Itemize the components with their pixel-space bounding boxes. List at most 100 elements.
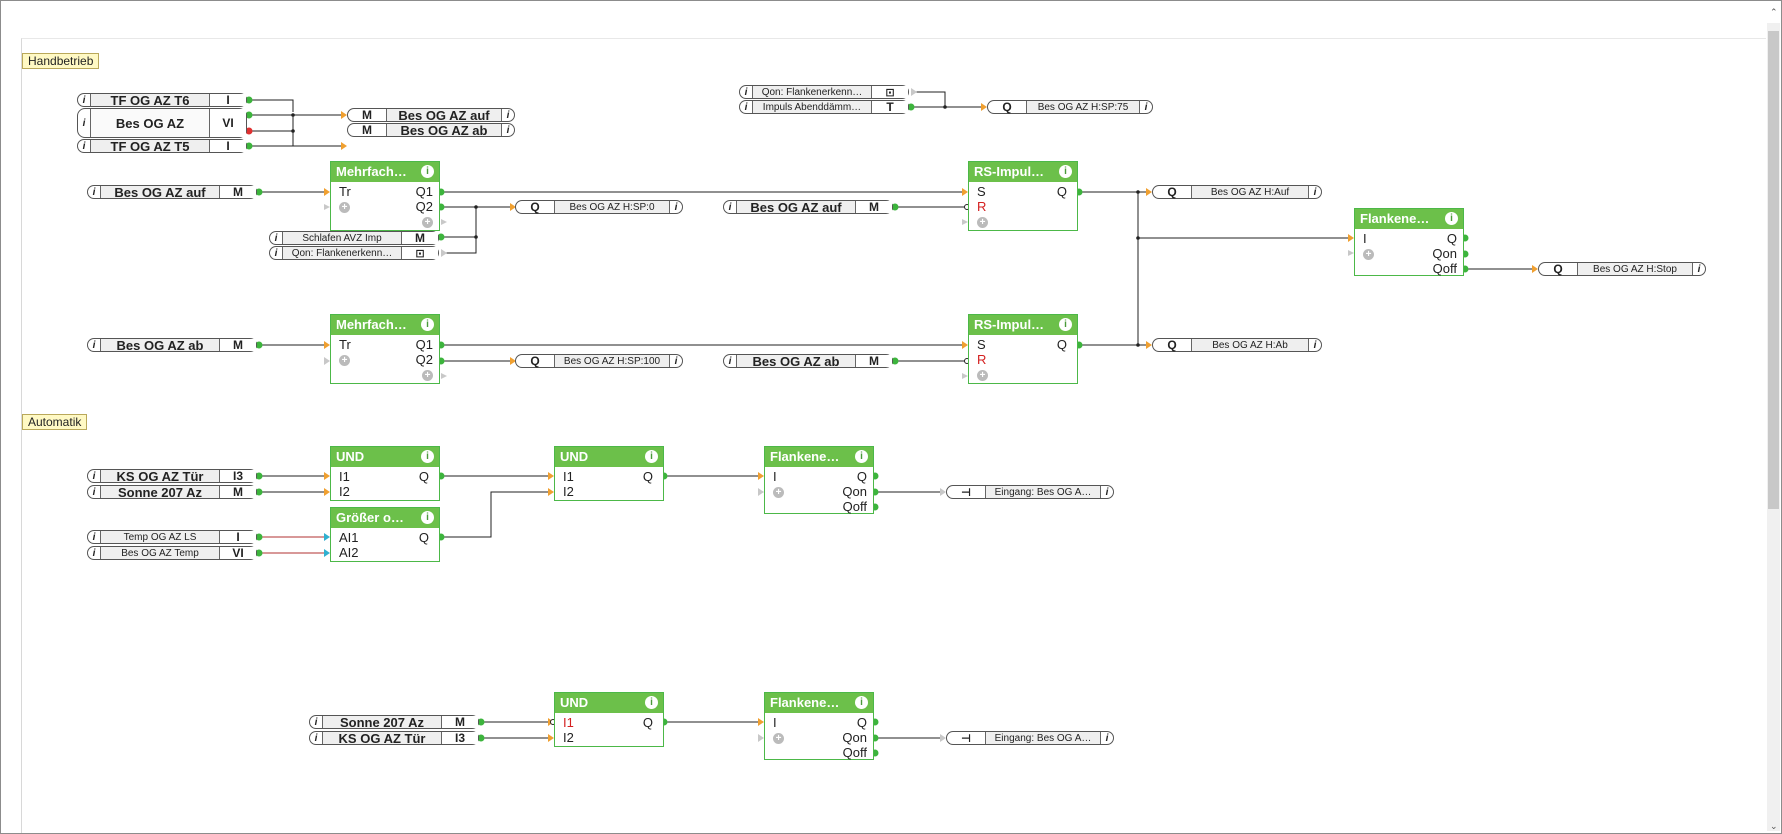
input-tag-bes-temp[interactable]: i Bes OG AZ Temp VI — [87, 546, 257, 560]
info-icon[interactable]: i — [1445, 212, 1458, 225]
input-tag-sonne-2[interactable]: i Sonne 207 Az M — [309, 715, 479, 729]
output-tag-h-auf[interactable]: Q Bes OG AZ H:Auf i — [1152, 185, 1322, 199]
output-tag-eingang-2[interactable]: ⊣ Eingang: Bes OG A… i — [946, 731, 1114, 745]
info-icon[interactable]: i — [744, 86, 748, 98]
info-icon[interactable]: i — [1105, 486, 1109, 498]
pin-q2[interactable]: Q2 — [415, 352, 433, 367]
add-input-icon[interactable]: + — [1363, 249, 1374, 260]
input-tag-bes-og-az[interactable]: i Bes OG AZ VI — [77, 108, 247, 138]
group-label-automatik[interactable]: Automatik — [22, 414, 88, 430]
pin-i2[interactable]: I2 — [339, 484, 350, 499]
pin-r[interactable]: R — [977, 352, 987, 367]
input-tag-auf-rs[interactable]: i Bes OG AZ auf M — [723, 200, 893, 214]
pin-qon[interactable]: Qon — [842, 484, 867, 499]
pin-i[interactable]: I — [773, 715, 777, 730]
info-icon[interactable]: i — [421, 450, 434, 463]
block-mehrfach-2[interactable]: Mehrfach…i Tr Q1 Q2 + + — [330, 314, 440, 384]
group-label-handbetrieb[interactable]: Handbetrieb — [22, 53, 100, 69]
info-icon[interactable]: i — [1144, 101, 1148, 113]
output-tag-m-ab[interactable]: M Bes OG AZ ab i — [347, 123, 515, 137]
block-flankenerkennung-2[interactable]: Flankene…i I Q Qon Qoff + — [764, 446, 874, 514]
info-icon[interactable]: i — [506, 109, 510, 121]
pin-qoff[interactable]: Qoff — [842, 745, 867, 760]
pin-q[interactable]: Q — [1446, 231, 1457, 246]
info-icon[interactable]: i — [645, 450, 658, 463]
input-tag-schlafen[interactable]: i Schlafen AVZ Imp M — [269, 231, 439, 245]
output-tag-sp0[interactable]: Q Bes OG AZ H:SP:0 i — [515, 200, 683, 214]
input-tag-ks-tuer-1[interactable]: i KS OG AZ Tür I3 — [87, 469, 257, 483]
info-icon[interactable]: i — [421, 318, 434, 331]
add-input-icon[interactable]: + — [977, 217, 988, 228]
pin-i1[interactable]: I1 — [563, 469, 574, 484]
info-icon[interactable]: i — [1059, 165, 1072, 178]
pin-qoff[interactable]: Qoff — [842, 499, 867, 514]
pin-s[interactable]: S — [977, 337, 986, 352]
pin-tr[interactable]: Tr — [339, 184, 351, 199]
input-tag-sonne-1[interactable]: i Sonne 207 Az M — [87, 485, 257, 499]
pin-q[interactable]: Q — [1056, 337, 1067, 352]
output-tag-sp100[interactable]: Q Bes OG AZ H:SP:100 i — [515, 354, 683, 368]
info-icon[interactable]: i — [421, 511, 434, 524]
output-tag-h-stop[interactable]: Q Bes OG AZ H:Stop i — [1538, 262, 1706, 276]
block-groesser-oder-gleich[interactable]: Größer o…i AI1 Q AI2 — [330, 507, 440, 562]
add-input-icon[interactable]: + — [339, 202, 350, 213]
info-icon[interactable]: i — [728, 201, 732, 213]
add-input-icon[interactable]: + — [339, 355, 350, 366]
block-flankenerkennung-1[interactable]: Flankene…i I Q Qon Qoff + — [1354, 208, 1464, 276]
pin-i[interactable]: I — [773, 469, 777, 484]
block-rs-impuls-1[interactable]: RS-Impul…i S Q R + — [968, 161, 1078, 231]
pin-i1[interactable]: I1 — [339, 469, 350, 484]
info-icon[interactable]: i — [421, 165, 434, 178]
pin-i[interactable]: I — [1363, 231, 1367, 246]
info-icon[interactable]: i — [274, 232, 278, 244]
info-icon[interactable]: i — [1059, 318, 1072, 331]
pin-i2[interactable]: I2 — [563, 730, 574, 745]
info-icon[interactable]: i — [92, 186, 96, 198]
pin-ai1[interactable]: AI1 — [339, 530, 359, 545]
pin-r[interactable]: R — [977, 199, 987, 214]
add-input-icon[interactable]: + — [773, 487, 784, 498]
add-output-icon[interactable]: + — [422, 217, 433, 228]
block-rs-impuls-2[interactable]: RS-Impul…i S Q R + — [968, 314, 1078, 384]
info-icon[interactable]: i — [744, 101, 748, 113]
pin-qon[interactable]: Qon — [1432, 246, 1457, 261]
output-tag-m-auf[interactable]: M Bes OG AZ auf i — [347, 108, 515, 122]
pin-q[interactable]: Q — [642, 469, 653, 484]
logic-canvas[interactable] — [21, 38, 1766, 833]
input-tag-qon-top[interactable]: i Qon: Flankenerkenn… ⊡ — [739, 85, 909, 99]
info-icon[interactable]: i — [92, 339, 96, 351]
info-icon[interactable]: i — [855, 450, 868, 463]
info-icon[interactable]: i — [1105, 732, 1109, 744]
add-output-icon[interactable]: + — [422, 370, 433, 381]
info-icon[interactable]: i — [1697, 263, 1701, 275]
input-tag-impuls[interactable]: i Impuls Abenddämm… T — [739, 100, 909, 114]
info-icon[interactable]: i — [92, 486, 96, 498]
input-tag-tf-t6[interactable]: i TF OG AZ T6 I — [77, 93, 247, 107]
info-icon[interactable]: i — [1313, 339, 1317, 351]
pin-q[interactable]: Q — [418, 469, 429, 484]
input-tag-tf-t5[interactable]: i TF OG AZ T5 I — [77, 139, 247, 153]
info-icon[interactable]: i — [728, 355, 732, 367]
pin-q[interactable]: Q — [856, 469, 867, 484]
add-input-icon[interactable]: + — [977, 370, 988, 381]
input-tag-temp-ls[interactable]: i Temp OG AZ LS I — [87, 530, 257, 544]
info-icon[interactable]: i — [92, 547, 96, 559]
info-icon[interactable]: i — [645, 696, 658, 709]
info-icon[interactable]: i — [82, 140, 86, 152]
pin-qoff[interactable]: Qoff — [1432, 261, 1457, 276]
input-tag-ab-rs[interactable]: i Bes OG AZ ab M — [723, 354, 893, 368]
input-tag-auf[interactable]: i Bes OG AZ auf M — [87, 185, 257, 199]
pin-i2[interactable]: I2 — [563, 484, 574, 499]
pin-ai2[interactable]: AI2 — [339, 545, 359, 560]
add-input-icon[interactable]: + — [773, 733, 784, 744]
pin-q[interactable]: Q — [418, 530, 429, 545]
pin-q[interactable]: Q — [642, 715, 653, 730]
pin-q2[interactable]: Q2 — [415, 199, 433, 214]
output-tag-eingang-1[interactable]: ⊣ Eingang: Bes OG A… i — [946, 485, 1114, 499]
output-tag-sp75[interactable]: Q Bes OG AZ H:SP:75 i — [987, 100, 1153, 114]
info-icon[interactable]: i — [274, 247, 278, 259]
pin-q1[interactable]: Q1 — [415, 184, 433, 199]
